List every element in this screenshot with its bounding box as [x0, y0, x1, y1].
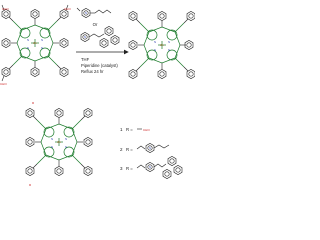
condition-reflux: Reflux 24 hr [81, 69, 104, 74]
nitrogen-atom: N [41, 38, 43, 42]
nitrogen-atom: N [85, 11, 87, 15]
zinc-atom: Zn [57, 140, 61, 144]
legend-number: 2 [120, 147, 123, 152]
aldehyde-group: CHO [0, 82, 7, 86]
nitrogen-atom: N [154, 40, 156, 44]
nitrogen-atom: N [27, 38, 29, 42]
condition-solvent: THF [81, 57, 90, 62]
substituent-r: R [29, 183, 32, 187]
or-label: Or [93, 22, 98, 27]
zinc-atom: Zn [33, 41, 37, 45]
nitrogen-atom: N [149, 165, 151, 169]
starting-phthalocyanine: Zn N N N N CHO CHO CHO [0, 4, 71, 86]
legend-2: 2 R = N [120, 143, 170, 153]
substituent-r: R [32, 101, 35, 105]
nitrogen-atom: N [84, 35, 86, 39]
zinc-atom: Zn [160, 43, 164, 47]
legend-1: 1 R = CHO [120, 127, 150, 132]
aldehyde-group: CHO [64, 7, 71, 11]
nitrogen-atom: N [41, 46, 43, 50]
nitrogen-atom: N [65, 137, 67, 141]
reaction-scheme: Zn N N N N CHO CHO CHO N Or N THF Piperi… [0, 4, 195, 187]
nitrogen-atom: N [168, 48, 170, 52]
legend-number: 1 [120, 127, 123, 132]
nitrogen-atom: N [168, 40, 170, 44]
nitrogen-atom: N [51, 145, 53, 149]
nitrogen-atom: N [51, 137, 53, 141]
condition-catalyst: Piperidine (catalyst) [81, 63, 118, 68]
legend-3: 3 R = N [120, 156, 183, 179]
product-phthalocyanine: Zn N N N N [128, 11, 195, 79]
nitrogen-atom: N [65, 145, 67, 149]
generic-phthalocyanine: Zn N N N N R R [25, 101, 93, 187]
reagent-pyridinium-phosphonium: N [80, 26, 120, 48]
legend-number: 3 [120, 166, 123, 171]
nitrogen-atom: N [27, 46, 29, 50]
legend-group-cho: CHO [143, 128, 150, 132]
reagent-pyridinium-alkyl: N [76, 7, 112, 18]
legend-eq: R = [126, 127, 133, 132]
nitrogen-atom: N [154, 48, 156, 52]
legend-eq: R = [126, 166, 133, 171]
aldehyde-group: CHO [2, 7, 9, 11]
nitrogen-atom: N [149, 146, 151, 150]
legend-eq: R = [126, 147, 133, 152]
